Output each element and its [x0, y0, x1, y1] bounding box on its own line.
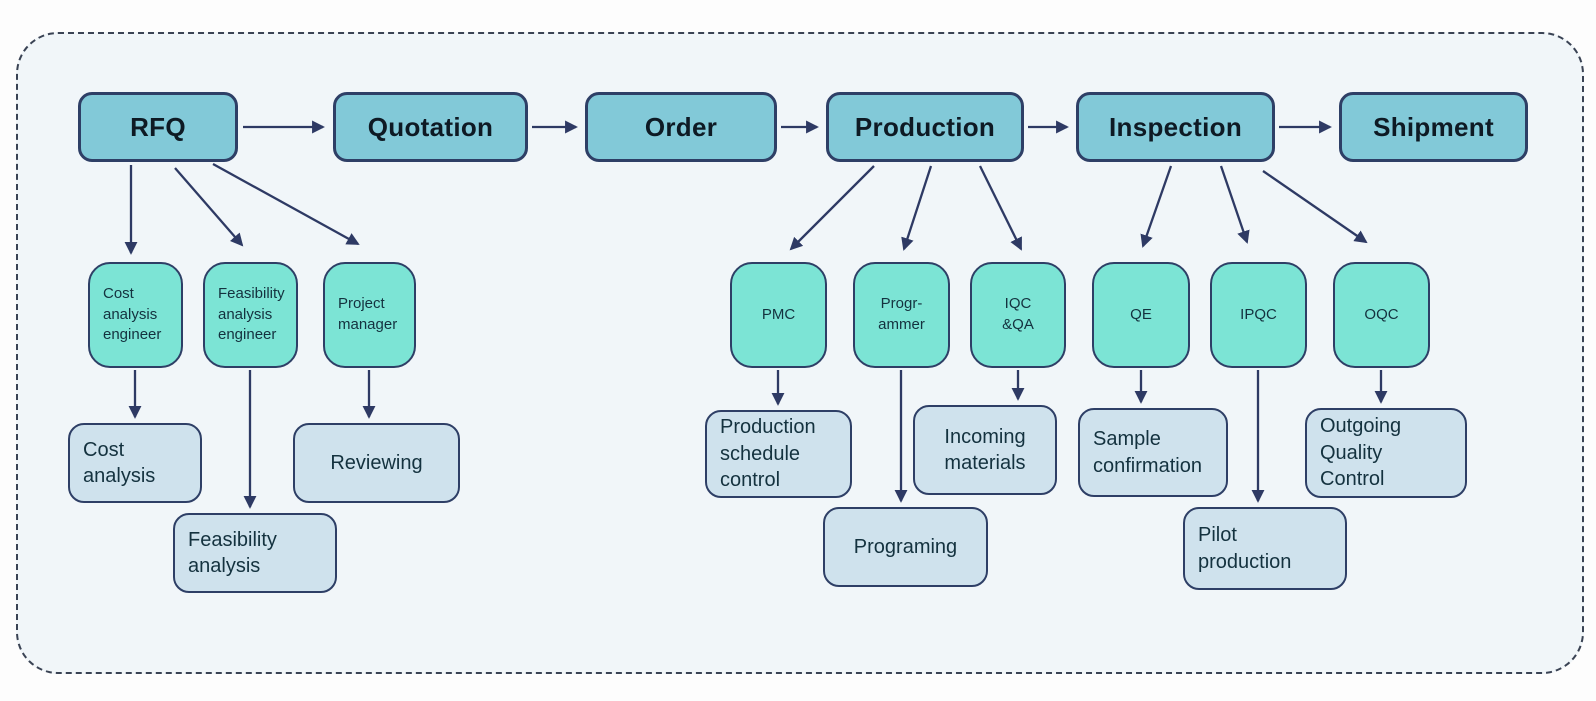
role-project-manager: Project manager — [323, 262, 416, 368]
role-programmer: Progr- ammer — [853, 262, 950, 368]
role-iqc-qa: IQC &QA — [970, 262, 1066, 368]
task-feasibility-analysis: Feasibility analysis — [173, 513, 337, 593]
stage-shipment: Shipment — [1339, 92, 1528, 162]
task-sample-confirmation: Sample confirmation — [1078, 408, 1228, 497]
task-incoming-materials: Incoming materials — [913, 405, 1057, 495]
stage-order: Order — [585, 92, 777, 162]
role-ipqc: IPQC — [1210, 262, 1307, 368]
task-cost-analysis: Cost analysis — [68, 423, 202, 503]
task-production-schedule-control: Production schedule control — [705, 410, 852, 498]
task-programing: Programing — [823, 507, 988, 587]
stage-production: Production — [826, 92, 1024, 162]
role-qe: QE — [1092, 262, 1190, 368]
role-pmc: PMC — [730, 262, 827, 368]
role-cost-analysis-engineer: Cost analysis engineer — [88, 262, 183, 368]
stage-rfq: RFQ — [78, 92, 238, 162]
stage-quotation: Quotation — [333, 92, 528, 162]
stage-inspection: Inspection — [1076, 92, 1275, 162]
task-pilot-production: Pilot production — [1183, 507, 1347, 590]
task-outgoing-quality-control: Outgoing Quality Control — [1305, 408, 1467, 498]
role-oqc: OQC — [1333, 262, 1430, 368]
task-reviewing: Reviewing — [293, 423, 460, 503]
role-feasibility-analysis-engineer: Feasibility analysis engineer — [203, 262, 298, 368]
